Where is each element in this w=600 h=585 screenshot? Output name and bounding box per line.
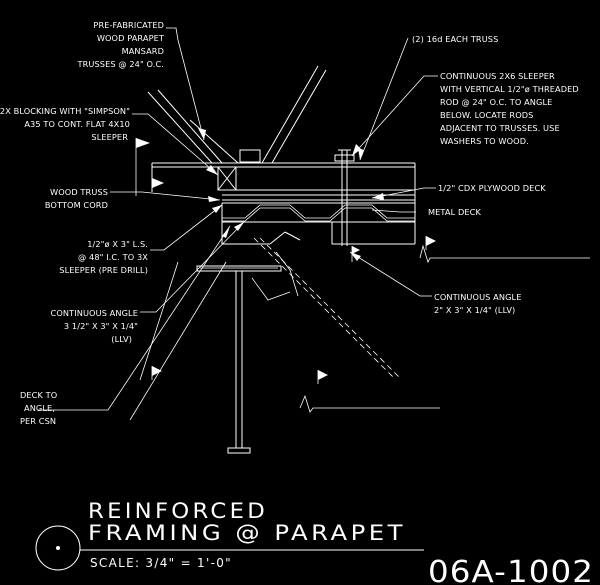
note-ls-line3: SLEEPER (PRE DRILL)	[59, 265, 148, 275]
break-lines	[299, 244, 590, 413]
title-block: REINFORCED FRAMING @ PARAPET SCALE: 3/4"…	[35, 499, 594, 585]
note-angle-left-line1: CONTINUOUS ANGLE	[51, 308, 138, 318]
title-line2: FRAMING @ PARAPET	[88, 521, 406, 545]
note-blocking-line2: A35 TO CONT. FLAT 4X10	[24, 119, 130, 129]
note-prefab-line1: PRE-FABRICATED	[93, 20, 164, 30]
note-sleeper-line1: CONTINUOUS 2X6 SLEEPER	[440, 71, 555, 81]
note-truss-bottom-line1: WOOD TRUSS	[50, 187, 108, 197]
detail-bubble-dot	[56, 546, 60, 550]
plywood-deck	[222, 194, 415, 201]
note-blocking: 2X BLOCKING WITH "SIMPSON" A35 TO CONT. …	[0, 106, 130, 142]
note-lag-screw: 1/2"ø X 3" L.S. @ 48" I.C. TO 3X SLEEPER…	[59, 239, 148, 275]
note-deck-line2: ANGLE,	[24, 403, 55, 413]
note-angle-right-line2: 2" X 3" X 1/4" (LLV)	[434, 305, 515, 315]
note-metal-deck: METAL DECK	[428, 207, 481, 217]
note-blocking-line1: 2X BLOCKING WITH "SIMPSON"	[0, 106, 130, 116]
threaded-rod	[334, 149, 355, 246]
note-prefab-line2: WOOD PARAPET	[97, 33, 165, 43]
note-prefab-line4: TRUSSES @ 24" O.C.	[77, 59, 164, 69]
note-ls-line2: @ 48" I.C. TO 3X	[78, 252, 148, 262]
note-blocking-line3: SLEEPER	[91, 132, 128, 142]
note-deck-line3: PER CSN	[20, 416, 56, 426]
structure	[147, 65, 590, 454]
note-sleeper-line2: WITH VERTICAL 1/2"ø THREADED	[440, 84, 579, 94]
note-nails: (2) 16d EACH TRUSS	[412, 34, 498, 44]
note-angle-left: CONTINUOUS ANGLE 3 1/2" X 3" X 1/4" (LLV…	[51, 308, 138, 344]
left-angle	[222, 231, 301, 245]
note-metal-deck-text: METAL DECK	[428, 207, 481, 217]
note-sleeper: CONTINUOUS 2X6 SLEEPER WITH VERTICAL 1/2…	[440, 71, 579, 146]
note-prefab: PRE-FABRICATED WOOD PARAPET MANSARD TRUS…	[77, 20, 165, 69]
blocking	[217, 166, 237, 191]
leaders	[38, 27, 438, 421]
note-truss-bottom-line2: BOTTOM CORD	[45, 200, 108, 210]
note-prefab-line3: MANSARD	[122, 46, 164, 56]
mansard-truss	[147, 65, 327, 164]
note-sleeper-line6: WASHERS TO WOOD.	[440, 136, 529, 146]
note-deck-to-angle: DECK TO ANGLE, PER CSN	[20, 390, 57, 426]
note-sleeper-line4: BELOW. LOCATE RODS	[440, 110, 533, 120]
section-flags	[135, 138, 436, 384]
note-deck-line1: DECK TO	[20, 390, 57, 400]
dashed-extension	[253, 237, 401, 379]
note-angle-left-line3: (LLV)	[111, 334, 132, 344]
note-angle-left-line2: 3 1/2" X 3" X 1/4"	[64, 321, 138, 331]
steel-beam	[196, 265, 282, 454]
detail-bubble	[35, 525, 81, 571]
right-angle	[331, 222, 415, 245]
note-nails-text: (2) 16d EACH TRUSS	[412, 34, 498, 44]
note-sleeper-line5: ADJACENT TO TRUSSES. USE	[440, 123, 560, 133]
note-plywood: 1/2" CDX PLYWOOD DECK	[438, 183, 546, 193]
note-sleeper-line3: ROD @ 24" O.C. TO ANGLE	[440, 97, 552, 107]
note-ls-line1: 1/2"ø X 3" L.S.	[87, 239, 148, 249]
title-scale: SCALE: 3/4" = 1'-0"	[90, 556, 232, 570]
note-angle-right-line1: CONTINUOUS ANGLE	[434, 292, 521, 302]
detail-number: 06A-1002	[428, 555, 594, 585]
note-angle-right: CONTINUOUS ANGLE 2" X 3" X 1/4" (LLV)	[434, 292, 521, 315]
metal-deck	[221, 202, 415, 244]
note-truss-bottom: WOOD TRUSS BOTTOM CORD	[45, 187, 108, 210]
title-line1: REINFORCED	[88, 499, 268, 523]
note-plywood-text: 1/2" CDX PLYWOOD DECK	[438, 183, 546, 193]
